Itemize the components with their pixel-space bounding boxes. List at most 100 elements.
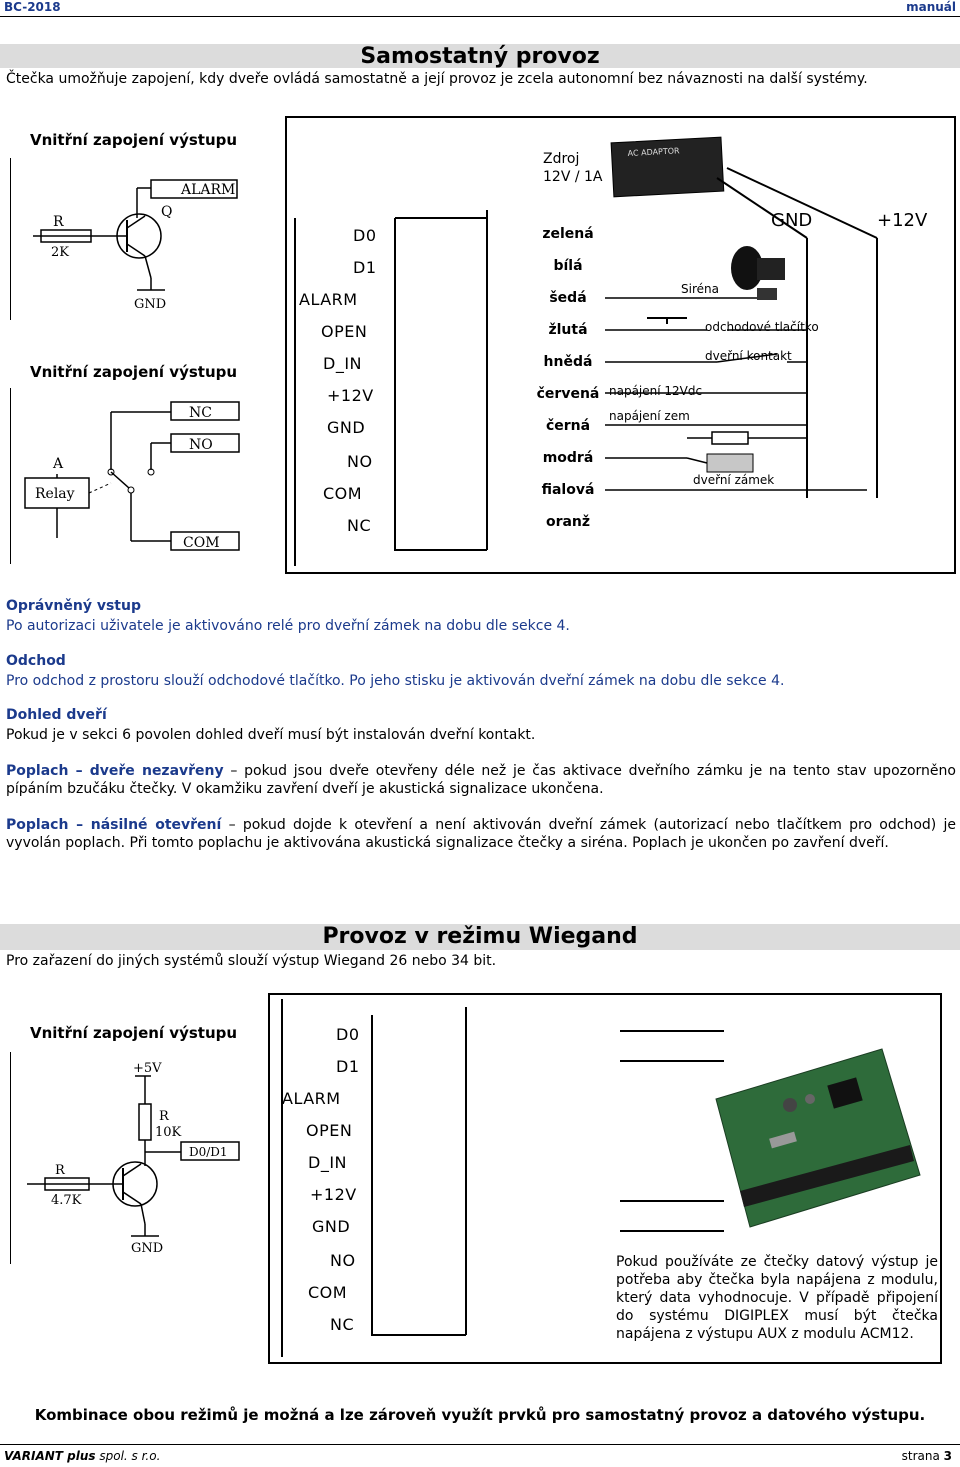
wire-orange: oranž — [545, 514, 591, 530]
footer-page-label: strana — [901, 1449, 944, 1463]
wire-blue: modrá — [542, 450, 594, 466]
wiring-svg: AC ADAPTOR — [294, 136, 878, 566]
wire-white: bílá — [553, 258, 583, 274]
door-lock-label: dveřní zámek — [693, 473, 775, 487]
w-pin-open: OPEN — [306, 1121, 353, 1140]
circuit-q-label: Q — [161, 204, 172, 220]
w-pin-com: COM — [308, 1283, 348, 1302]
circuit-no-label: NO — [189, 437, 213, 453]
rail-plus12: +12V — [877, 210, 928, 231]
pin-nc: NC — [347, 516, 372, 535]
circuit-com-label: COM — [183, 535, 220, 551]
wire-yellow: žlutá — [548, 322, 588, 338]
circuit-relay-diagram: NC NO A Relay COM — [10, 388, 255, 564]
w-pin-no: NO — [330, 1251, 356, 1270]
exit-button-label: odchodové tlačítko — [705, 320, 819, 334]
pin-d0: D0 — [353, 226, 377, 245]
alarm-door-open-body: – pokud jsou dveře otevřeny déle než je … — [6, 763, 956, 797]
circuit-wiegand-diagram: +5V R 10K D0/D1 R 4.7K GND — [10, 1052, 248, 1264]
pin-d-in: D_IN — [323, 354, 363, 373]
circuit-alarm-svg: ALARM R 2K Q GND — [33, 179, 238, 312]
wiegand-diagram: D0 D1 ALARM OPEN D_IN +12V GND NO COM NC… — [268, 993, 942, 1364]
wiegand-svg — [281, 999, 921, 1357]
w-pin-nc: NC — [330, 1315, 355, 1334]
pin-open: OPEN — [321, 322, 368, 341]
siren-label: Siréna — [681, 282, 719, 296]
circuit-alarm-label: ALARM — [180, 182, 235, 198]
alarm-door-open-head: Poplach – dveře nezavřeny — [6, 763, 224, 779]
footer-page: strana 3 — [902, 1449, 952, 1463]
wire-black: černá — [545, 418, 591, 434]
circuit-wiegand-svg: +5V R 10K D0/D1 R 4.7K GND — [27, 1061, 240, 1256]
w-pin-alarm: ALARM — [282, 1089, 341, 1108]
w-pin-d1: D1 — [336, 1057, 360, 1076]
circuit-nc-label: NC — [189, 405, 212, 421]
circuit-a-label: A — [52, 456, 64, 472]
combined-modes-note: Kombinace obou režimů je možná a lze zár… — [34, 1406, 926, 1424]
power-12v-label: napájení 12Vdc — [609, 384, 703, 398]
alarm-forced-head: Poplach – násilné otevření — [6, 817, 222, 833]
left-caption-1: Vnitřní zapojení výstupu — [30, 131, 238, 149]
pin-d1: D1 — [353, 258, 377, 277]
door-contact-label: dveřní kontakt — [705, 349, 792, 363]
power-supply-label: Zdroj 12V / 1A — [543, 151, 603, 185]
circuit-r2-label: R — [55, 1163, 66, 1178]
footer-company-suffix: spol. s r.o. — [95, 1449, 161, 1463]
doc-type: manuál — [906, 0, 956, 14]
wiring-diagram: AC ADAPTOR D0 D1 ALARM OPE — [285, 116, 956, 574]
wire-brown: hnědá — [543, 354, 593, 370]
circuit-relay-label: Relay — [35, 486, 75, 502]
circuit-d0d1-label: D0/D1 — [189, 1145, 228, 1159]
heading-authorized-entry: Oprávněný vstup — [6, 598, 141, 614]
pin-12v: +12V — [327, 386, 374, 405]
circuit-r-value: 2K — [51, 245, 69, 260]
section2-title: Provoz v režimu Wiegand — [322, 924, 638, 949]
circuit-r1-value: 10K — [155, 1125, 182, 1140]
section2-band — [0, 924, 960, 950]
rail-gnd: GND — [771, 210, 813, 231]
footer-page-number: 3 — [943, 1449, 952, 1463]
w-pin-12v: +12V — [310, 1185, 357, 1204]
text-alarm-forced: Poplach – násilné otevření – pokud dojde… — [6, 816, 956, 852]
wiegand-note: Pokud používáte ze čtečky datový výstup … — [616, 1254, 938, 1342]
wire-green: zelená — [542, 226, 594, 242]
pin-no: NO — [347, 452, 373, 471]
heading-door-monitoring: Dohled dveří — [6, 707, 107, 723]
text-exit: Pro odchod z prostoru slouží odchodové t… — [6, 673, 785, 689]
pin-alarm: ALARM — [299, 290, 358, 309]
text-authorized-entry: Po autorizaci uživatele je aktivováno re… — [6, 618, 570, 634]
footer-company-name: VARIANT plus — [4, 1449, 96, 1463]
power-gnd-label: napájení zem — [609, 409, 690, 423]
doc-code: BC-2018 — [4, 0, 61, 14]
section1-band — [0, 44, 960, 68]
circuit-gnd3-label: GND — [131, 1241, 163, 1256]
section1-intro: Čtečka umožňuje zapojení, kdy dveře ovlá… — [6, 71, 868, 87]
circuit-r2-value: 4.7K — [51, 1193, 82, 1208]
left-caption-3: Vnitřní zapojení výstupu — [30, 1024, 238, 1042]
text-alarm-door-open: Poplach – dveře nezavřeny – pokud jsou d… — [6, 762, 956, 798]
section2-intro: Pro zařazení do jiných systémů slouží vý… — [6, 953, 497, 969]
header-divider — [0, 16, 960, 17]
circuit-gnd-label: GND — [134, 297, 166, 312]
adaptor-label: AC ADAPTOR — [627, 146, 680, 158]
pin-com: COM — [323, 484, 363, 503]
w-pin-d-in: D_IN — [308, 1153, 348, 1172]
circuit-alarm-diagram: ALARM R 2K Q GND — [10, 158, 255, 320]
circuit-r1-label: R — [159, 1109, 170, 1124]
page-footer: VARIANT plus spol. s r.o. strana 3 — [0, 1447, 960, 1467]
wire-red: červená — [536, 386, 600, 402]
wire-violet: fialová — [541, 482, 595, 498]
pin-gnd: GND — [327, 418, 366, 437]
page-header: BC-2018 manuál — [0, 0, 960, 18]
w-pin-d0: D0 — [336, 1025, 360, 1044]
circuit-relay-svg: NC NO A Relay COM — [24, 401, 240, 551]
wire-grey: šedá — [549, 290, 587, 306]
w-pin-gnd: GND — [312, 1217, 351, 1236]
section1-title: Samostatný provoz — [360, 44, 600, 69]
footer-divider — [0, 1444, 960, 1445]
left-caption-2: Vnitřní zapojení výstupu — [30, 363, 238, 381]
footer-company: VARIANT plus spol. s r.o. — [4, 1449, 160, 1463]
alarm-forced-body: – pokud dojde k otevření a není aktivová… — [6, 817, 956, 851]
circuit-5v-label: +5V — [133, 1061, 162, 1076]
text-door-monitoring: Pokud je v sekci 6 povolen dohled dveří … — [6, 727, 536, 743]
